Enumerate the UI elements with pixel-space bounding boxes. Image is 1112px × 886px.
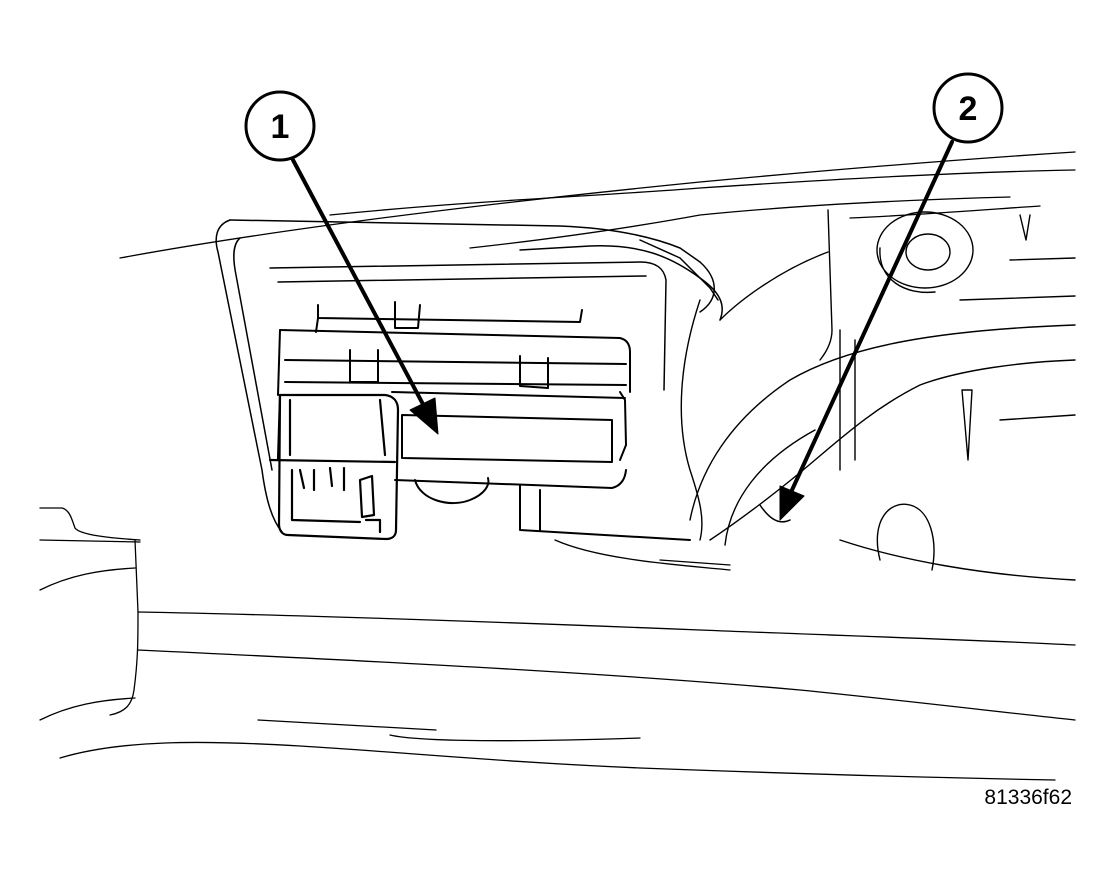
wiring-connector xyxy=(268,393,400,541)
callout-2: 2 xyxy=(759,72,1004,523)
callout-1-arrowhead xyxy=(409,397,439,435)
callout-1-number: 1 xyxy=(271,108,290,146)
figure-id: 81336f62 xyxy=(984,786,1072,809)
upper-panel-lines xyxy=(119,151,1076,259)
callout-1: 1 xyxy=(244,90,439,435)
callout-2-arrowhead xyxy=(779,485,805,521)
electronic-module xyxy=(277,301,691,541)
body-structure-right xyxy=(680,209,1076,581)
lower-panel-lines xyxy=(39,507,1076,781)
callout-2-number: 2 xyxy=(959,90,978,128)
callout-2-circle xyxy=(932,72,1004,144)
callout-1-leader xyxy=(291,158,427,410)
mounting-bracket xyxy=(215,219,723,533)
callout-2-target-wire xyxy=(759,504,791,523)
callout-2-leader xyxy=(790,140,954,492)
callout-1-circle xyxy=(244,90,316,162)
